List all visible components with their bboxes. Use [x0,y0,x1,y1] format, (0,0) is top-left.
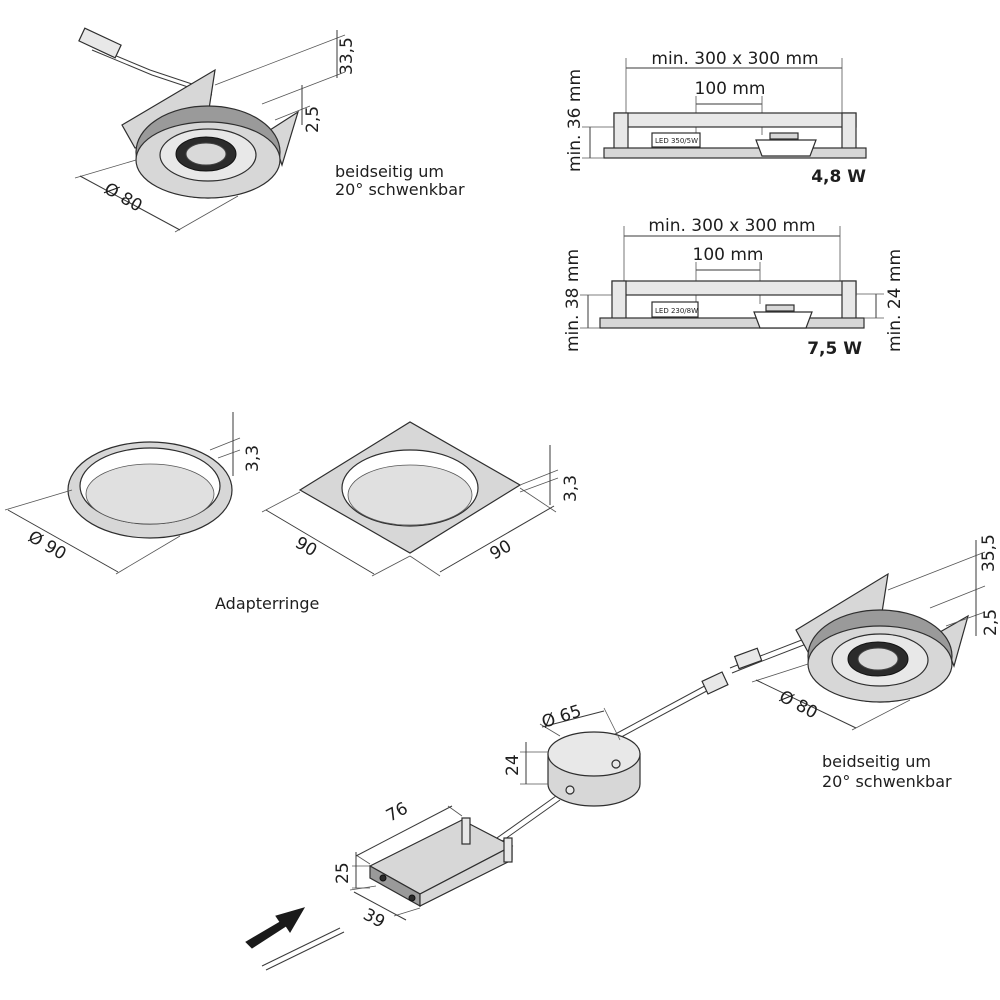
converter-length-dim: 76 [383,799,411,827]
install-diagram-7-5w: min. 300 x 300 mm 100 mm LED 230/8W min.… [563,216,905,359]
set-spot-diameter-dim: Ø 80 [776,687,821,724]
top-spot-note-line1: beidseitig um [335,162,444,181]
adapter-ring-square: 3,3 90 90 [261,421,581,577]
set-spot-lens [857,647,899,671]
set-cable-connector [701,671,729,695]
adapter-square-depth-dim: 90 [487,536,516,564]
set-spot-note-line1: beidseitig um [822,752,931,771]
set-spot-height-dim: 35,5 [979,534,999,572]
set-spot-connector [733,647,763,670]
set-spot-offset-dim: 2,5 [981,609,1000,636]
install-diagram-4-8w: min. 300 x 300 mm 100 mm LED 350/5W min.… [565,49,867,187]
install-4-8w-driver-label: LED 350/5W [655,137,698,145]
top-spot-diameter-dim: Ø 80 [101,179,146,217]
install-7-5w-spot [753,311,813,329]
top-spot-connector [78,27,122,59]
mains-input-arrow-icon [245,907,306,949]
converter-height-dim: 25 [333,862,353,884]
install-4-8w-spacing-dim: 100 mm [695,79,766,99]
driver-box-assembly: 24 Ø 65 [479,671,729,855]
top-spot-lens [185,142,227,166]
driver-box-diameter-dim: Ø 65 [539,701,584,733]
adapter-round-diameter-dim: Ø 90 [25,527,70,565]
install-7-5w-shelf-top [611,280,857,296]
converter-assembly: 76 25 39 [245,799,514,971]
install-4-8w-spot [755,139,817,157]
install-4-8w-shelf-top [613,112,857,128]
top-spot-height-dim: 33,5 [337,37,357,75]
install-4-8w-shelf-bottom [603,147,867,159]
set-spotlight: 35,5 2,5 Ø 80 beidseitig um 20° schwenkb… [729,534,1000,791]
adapter-square-width-dim: 90 [292,533,321,561]
install-7-5w-driver [651,301,699,318]
converter-width-dim: 39 [360,905,388,933]
install-4-8w-driver [651,132,701,148]
install-7-5w-spacing-dim: 100 mm [693,245,764,265]
driver-box-height-dim: 24 [503,754,523,776]
install-7-5w-area-dim: min. 300 x 300 mm [648,216,815,236]
top-spot-note-line2: 20° schwenkbar [335,180,465,199]
adapter-square-thickness-dim: 3,3 [561,475,581,502]
top-spotlight: 33,5 2,5 Ø 80 beidseitig um 20° schwenkb… [74,27,465,233]
driver-box-top [547,731,641,777]
adapter-ring-round: 3,3 Ø 90 [4,412,263,575]
install-7-5w-power: 7,5 W [807,339,862,359]
adapter-round-thickness-dim: 3,3 [243,445,263,472]
top-spot-offset-dim: 2,5 [303,106,323,133]
install-7-5w-depth-dim: min. 24 mm [885,249,905,352]
install-4-8w-height-dim: min. 36 mm [565,69,585,172]
install-7-5w-shelf-bottom [599,317,865,329]
set-spot-note-line2: 20° schwenkbar [822,772,952,791]
adapter-caption: Adapterringe [215,594,319,613]
install-7-5w-height-dim: min. 38 mm [563,249,583,352]
install-4-8w-power: 4,8 W [811,167,866,187]
install-7-5w-driver-label: LED 230/8W [655,307,698,315]
install-4-8w-area-dim: min. 300 x 300 mm [651,49,818,69]
